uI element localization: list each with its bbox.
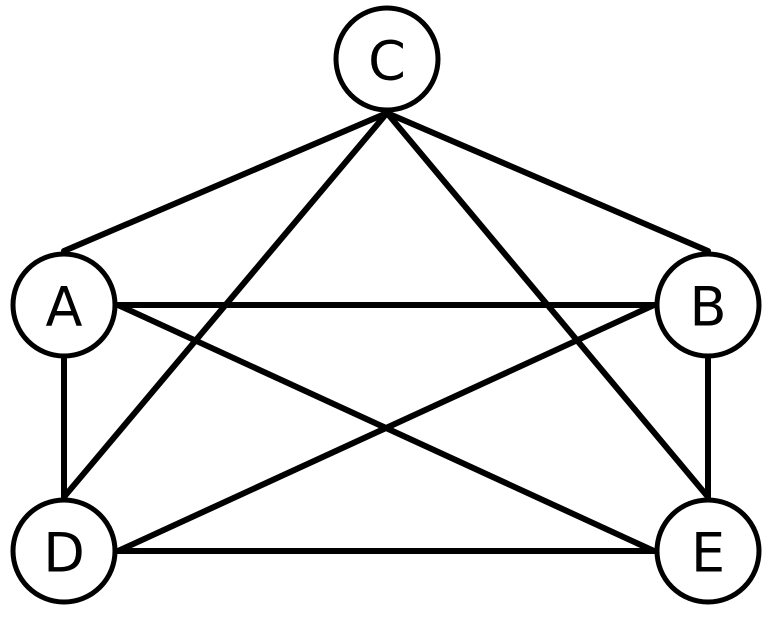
node-d-circle <box>10 497 118 605</box>
node-c-circle <box>333 5 441 113</box>
edges-layer <box>61 110 711 554</box>
node-c-label: C <box>368 30 406 93</box>
node-d-label: D <box>43 522 85 585</box>
node-a: A <box>10 251 118 359</box>
node-b: B <box>654 251 762 359</box>
node-d: D <box>10 497 118 605</box>
edge-b-d <box>115 302 657 554</box>
edge-c-a <box>61 110 390 254</box>
node-a-label: A <box>46 276 83 339</box>
edge-c-b <box>384 110 711 254</box>
node-b-circle <box>654 251 762 359</box>
node-e-circle <box>654 497 762 605</box>
node-c: C <box>333 5 441 113</box>
node-b-label: B <box>689 276 726 339</box>
node-e-label: E <box>691 522 725 585</box>
node-e: E <box>654 497 762 605</box>
node-a-circle <box>10 251 118 359</box>
